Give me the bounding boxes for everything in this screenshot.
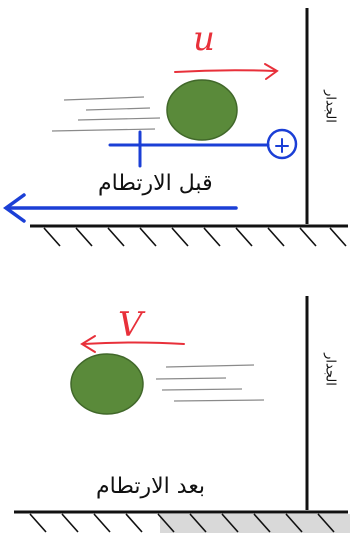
ground-shadow: [160, 514, 350, 533]
positive-axis: [108, 128, 298, 168]
speed-lines-before: [51, 96, 161, 132]
wall-label-before: الجدار: [322, 90, 338, 123]
ball-before: [166, 79, 238, 141]
caption-after: بعد الارتطام: [96, 474, 206, 499]
wall-label-after: الجدار: [322, 353, 338, 386]
ground-hatch-before: [43, 227, 347, 247]
rebound-direction-arrow: [3, 193, 238, 223]
ball-after: [70, 353, 144, 415]
velocity-u-label: u: [193, 19, 215, 59]
velocity-u-arrow: [174, 63, 279, 80]
before-panel: [3, 8, 348, 247]
ground-hatch-after: [29, 513, 335, 533]
after-panel: [14, 296, 350, 533]
velocity-v-label: V: [118, 305, 143, 345]
caption-before: قبل الارتطام: [98, 171, 213, 196]
velocity-v-arrow: [80, 335, 185, 353]
speed-lines-after: [155, 364, 265, 402]
